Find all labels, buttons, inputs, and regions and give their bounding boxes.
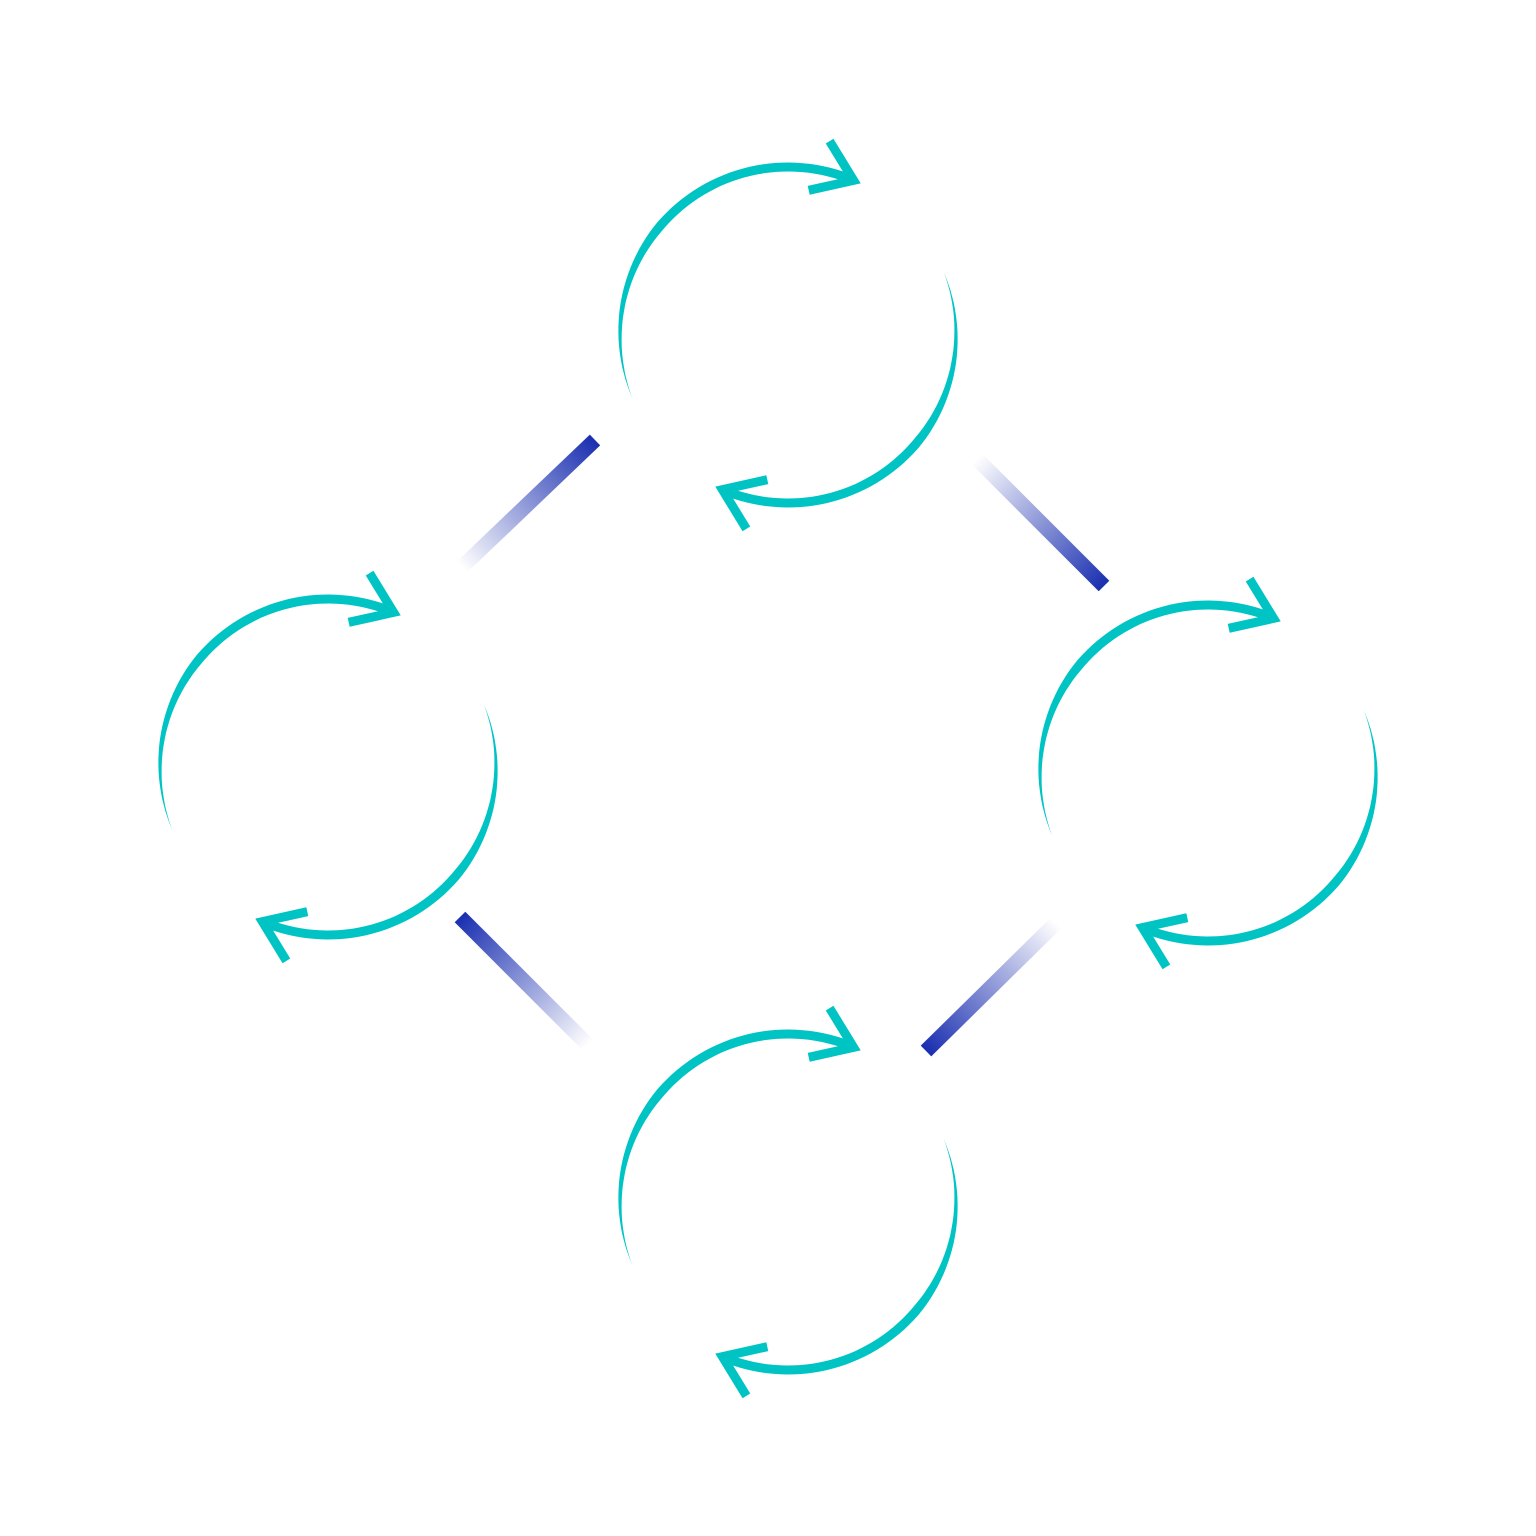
cycle-arc-upper <box>618 1029 856 1265</box>
arrow-head-upper <box>807 1005 861 1062</box>
link-top-left <box>456 434 601 573</box>
refresh-cycle-icon <box>618 1005 958 1399</box>
link-right-bottom <box>920 917 1062 1057</box>
refresh-cycle-icon <box>158 570 498 964</box>
arrow-head-upper <box>347 570 401 627</box>
connector-links <box>454 434 1110 1057</box>
arrow-head-lower <box>255 907 309 964</box>
arrow-head-upper <box>1227 576 1281 633</box>
cycle-arc-lower <box>1140 710 1378 946</box>
cycle-arc-upper <box>158 594 396 830</box>
link-left-bottom <box>454 911 594 1051</box>
cycle-arc-lower <box>260 704 498 940</box>
cycle-arc-upper <box>1038 600 1276 836</box>
arrow-head-lower <box>715 1342 769 1399</box>
arrow-head-lower <box>1135 913 1189 970</box>
refresh-cycle-icon <box>1038 576 1378 970</box>
refresh-cycle-icon <box>618 138 958 532</box>
cycle-arc-lower <box>720 1139 958 1375</box>
link-top-right <box>971 453 1110 592</box>
cycle-arc-lower <box>720 272 958 508</box>
cycle-nodes <box>158 138 1378 1399</box>
arrow-head-lower <box>715 475 769 532</box>
cycle-arc-upper <box>618 162 856 398</box>
arrow-head-upper <box>807 138 861 195</box>
